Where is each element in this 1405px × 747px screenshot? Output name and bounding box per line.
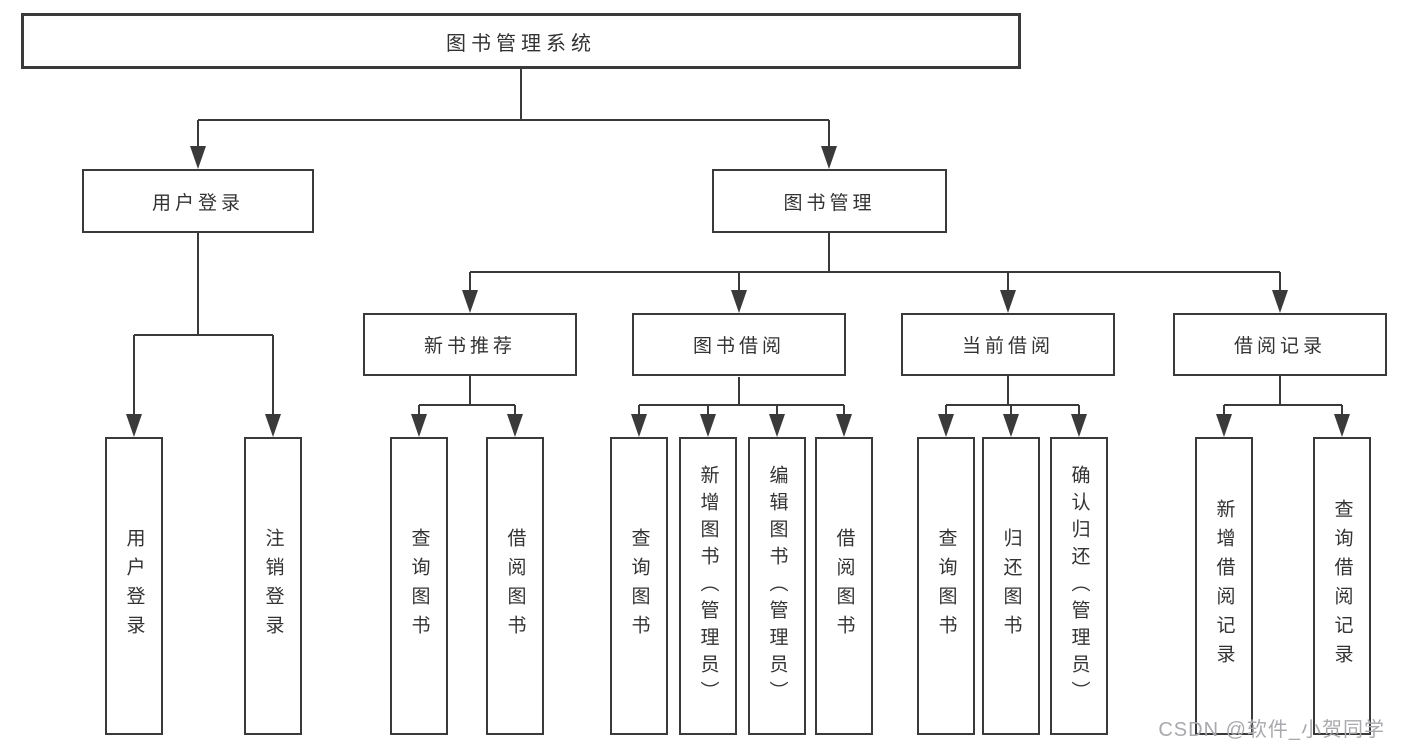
arrow-down-icon	[190, 146, 206, 169]
leaf-query-books: 查询图书	[917, 437, 975, 735]
arrow-down-icon	[1000, 290, 1016, 313]
node-borrowing-records: 借阅记录	[1173, 313, 1387, 376]
leaf-query-books: 查询图书	[390, 437, 448, 735]
leaf-confirm-return-admin: 确认归还（管理员）	[1050, 437, 1108, 735]
arrow-down-icon	[462, 290, 478, 313]
node-label: 查询图书	[408, 528, 430, 644]
node-current-borrowing: 当前借阅	[901, 313, 1115, 376]
node-book-borrowing: 图书借阅	[632, 313, 846, 376]
arrow-down-icon	[821, 146, 837, 169]
node-label: 借阅图书	[833, 528, 855, 644]
node-label: 编辑图书（管理员）	[766, 464, 788, 708]
node-label: 图书管理系统	[446, 32, 596, 55]
node-label: 图书管理	[783, 192, 876, 214]
leaf-return-books: 归还图书	[982, 437, 1040, 735]
leaf-user-login: 用户登录	[105, 437, 163, 735]
leaf-borrow-books: 借阅图书	[486, 437, 544, 735]
node-label: 新增借阅记录	[1213, 499, 1235, 673]
node-label: 确认归还（管理员）	[1068, 464, 1090, 708]
node-label: 归还图书	[1000, 528, 1022, 644]
arrow-down-icon	[411, 414, 427, 437]
node-user-login: 用户登录	[82, 169, 314, 233]
node-label: 图书借阅	[692, 336, 785, 357]
leaf-add-book-admin: 新增图书（管理员）	[679, 437, 737, 735]
node-new-book-recommend: 新书推荐	[363, 313, 577, 376]
arrow-down-icon	[631, 414, 647, 437]
node-label: 注销登录	[262, 528, 284, 644]
leaf-add-borrow-record: 新增借阅记录	[1195, 437, 1253, 735]
node-label: 用户登录	[123, 528, 145, 644]
arrow-down-icon	[1334, 414, 1350, 437]
node-label: 新增图书（管理员）	[697, 464, 719, 708]
arrow-down-icon	[1272, 290, 1288, 313]
arrow-down-icon	[769, 414, 785, 437]
arrow-down-icon	[126, 414, 142, 437]
node-label: 查询图书	[628, 528, 650, 644]
arrow-down-icon	[836, 414, 852, 437]
arrow-down-icon	[938, 414, 954, 437]
arrow-down-icon	[1071, 414, 1087, 437]
leaf-edit-book-admin: 编辑图书（管理员）	[748, 437, 806, 735]
node-label: 新书推荐	[423, 336, 516, 357]
arrowheads	[126, 146, 1350, 437]
node-label: 当前借阅	[961, 336, 1054, 357]
connector-stems	[133, 69, 1343, 416]
leaf-query-borrow-record: 查询借阅记录	[1313, 437, 1371, 735]
arrow-down-icon	[700, 414, 716, 437]
node-label: 借阅记录	[1233, 336, 1326, 357]
arrow-down-icon	[1216, 414, 1232, 437]
node-book-management: 图书管理	[712, 169, 947, 233]
node-label: 用户登录	[151, 192, 244, 214]
leaf-borrow-books: 借阅图书	[815, 437, 873, 735]
leaf-logout: 注销登录	[244, 437, 302, 735]
node-label: 查询借阅记录	[1331, 499, 1353, 673]
arrow-down-icon	[265, 414, 281, 437]
arrow-down-icon	[507, 414, 523, 437]
arrow-down-icon	[731, 290, 747, 313]
node-library-management-system: 图书管理系统	[21, 13, 1021, 69]
node-label: 借阅图书	[504, 528, 526, 644]
leaf-query-books: 查询图书	[610, 437, 668, 735]
node-label: 查询图书	[935, 528, 957, 644]
arrow-down-icon	[1003, 414, 1019, 437]
